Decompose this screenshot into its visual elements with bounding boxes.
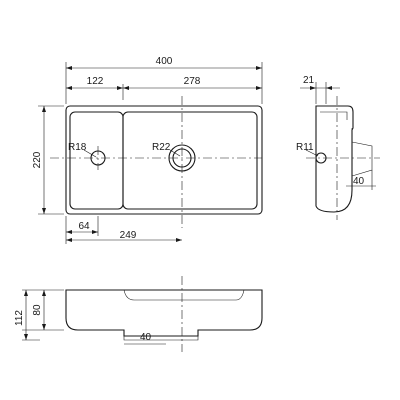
dim-80-label: 80 — [32, 304, 43, 316]
front-basin-inner — [123, 289, 245, 301]
dim-offsets: 64 249 — [65, 216, 182, 244]
dim-front-drain: 40 — [124, 332, 166, 345]
dim-400-label: 400 — [156, 56, 173, 67]
dim-21-label: 21 — [303, 75, 315, 86]
dim-220-label: 220 — [32, 151, 43, 168]
dim-122-label: 122 — [87, 76, 104, 87]
side-drain-outlet — [351, 141, 373, 177]
dim-depth: 220 — [32, 105, 64, 215]
dim-side-40-label: 40 — [353, 176, 365, 187]
dim-112-label: 112 — [14, 310, 25, 326]
radius-r18-label: R18 — [68, 142, 87, 153]
dim-basin-split: 122 278 — [66, 76, 262, 100]
dim-overall-width: 400 — [65, 56, 263, 104]
side-inner — [320, 111, 348, 120]
side-view: R11 — [296, 96, 380, 220]
front-profile — [65, 289, 263, 337]
dim-side-rim: 21 — [300, 75, 340, 104]
dim-249-label: 249 — [120, 230, 137, 241]
front-view — [65, 276, 263, 352]
dim-side-drain: 40 — [346, 170, 376, 190]
dim-64-label: 64 — [78, 221, 90, 232]
top-view — [50, 96, 263, 228]
radius-r11-label: R11 — [296, 142, 314, 153]
side-profile — [315, 105, 354, 213]
radius-r22-label: R22 — [152, 142, 171, 153]
dim-front-40-label: 40 — [140, 332, 152, 343]
front-drain-pipe — [123, 330, 199, 341]
left-basin — [69, 111, 124, 210]
dim-278-label: 278 — [184, 76, 201, 87]
sink-outline — [65, 105, 263, 215]
right-basin — [122, 111, 258, 210]
dim-front-heights: 112 80 — [14, 289, 64, 341]
